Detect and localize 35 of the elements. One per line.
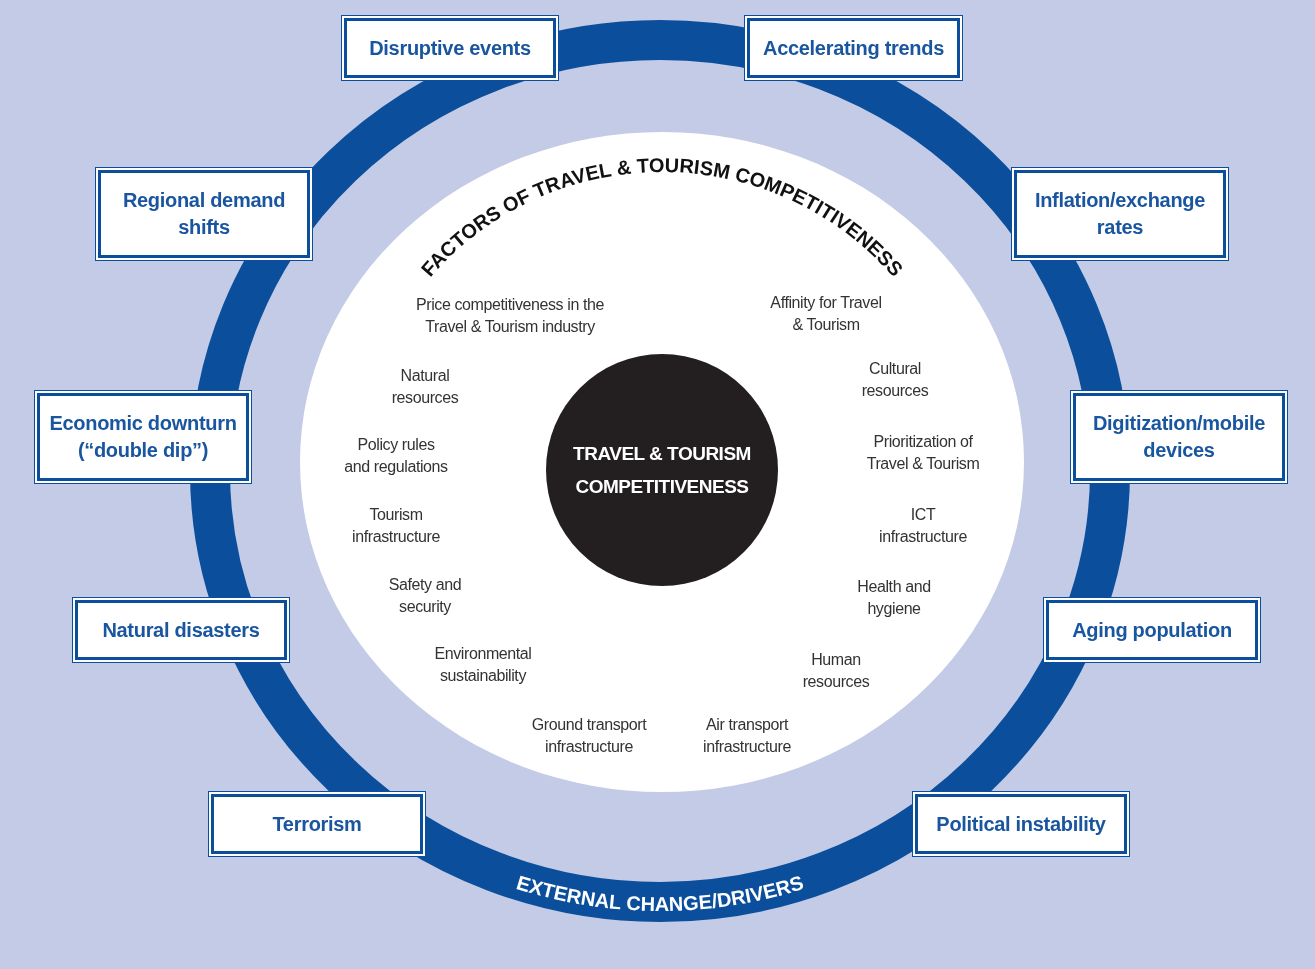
driver-label: Natural disasters (101, 617, 261, 643)
factor-label: Price competitiveness in the Travel & Tourism industry (415, 295, 605, 337)
factor-label: Policy rules and regulations (343, 435, 449, 477)
driver-box (75, 600, 287, 660)
factor-label: Ground transport infrastructure (530, 715, 648, 757)
driver-box (98, 170, 310, 258)
driver-box (915, 794, 1127, 854)
driver-box (1014, 170, 1226, 258)
hub-label: TRAVEL & TOURISM COMPETITIVENESS (572, 442, 752, 499)
factor-label: Safety and security (387, 575, 463, 617)
driver-label: Economic downturn (“double dip”) (48, 411, 238, 463)
driver-label: Political instability (935, 811, 1107, 837)
driver-box (37, 393, 249, 481)
factor-label: Tourism infrastructure (351, 505, 441, 547)
driver-label: Disruptive events (368, 35, 532, 61)
driver-label: Inflation/exchange rates (1033, 188, 1207, 240)
factor-label: Cultural resources (860, 359, 930, 401)
driver-box (211, 794, 423, 854)
factor-label: Affinity for Travel & Tourism (769, 293, 883, 335)
driver-box (344, 18, 556, 78)
factor-label: Environmental sustainability (433, 644, 533, 686)
driver-box (1073, 393, 1285, 481)
driver-label: Accelerating trends (762, 35, 945, 61)
driver-label: Digitization/mobile devices (1091, 411, 1267, 463)
driver-box (747, 18, 960, 78)
factor-label: Human resources (801, 650, 871, 692)
factor-label: Health and hygiene (856, 577, 932, 619)
factor-label: ICT infrastructure (878, 505, 968, 547)
driver-label: Regional demand shifts (121, 188, 287, 240)
driver-box (1046, 600, 1258, 660)
factor-label: Prioritization of Travel & Tourism (865, 432, 981, 474)
driver-label: Aging population (1071, 617, 1233, 643)
factor-label: Natural resources (390, 366, 460, 408)
driver-label: Terrorism (271, 811, 363, 837)
factor-label: Air transport infrastructure (702, 715, 792, 757)
